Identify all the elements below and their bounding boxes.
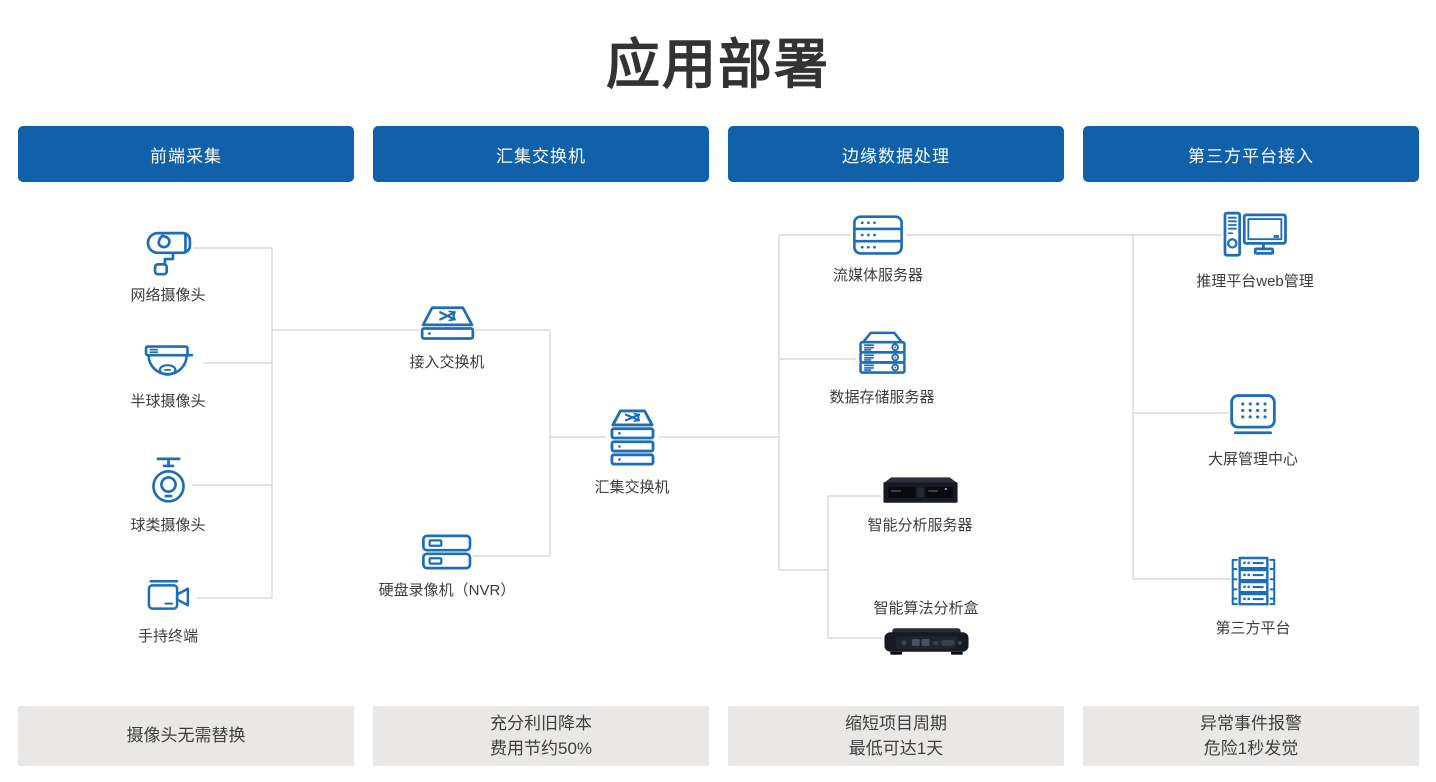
led-screen-icon	[1227, 392, 1279, 440]
footer-front-end-collection: 摄像头无需替换	[18, 706, 354, 766]
node-third-party-platform: 第三方平台	[1215, 555, 1291, 638]
node-label: 流媒体服务器	[832, 267, 924, 284]
node-streaming-server: 流媒体服务器	[833, 214, 923, 285]
node-web-management: 推理平台web管理	[1196, 210, 1314, 291]
node-access-switch: 接入交换机	[409, 305, 485, 372]
desktop-computer-icon	[1222, 210, 1288, 262]
footer-line: 摄像头无需替换	[126, 726, 246, 746]
node-handheld-terminal: 手持终端	[138, 577, 198, 646]
footer-edge-data-processing: 缩短项目周期 最低可达1天	[728, 706, 1064, 766]
footer-line: 异常事件报警	[1200, 713, 1302, 733]
rack-server-image	[881, 476, 959, 506]
server-rack-icon	[1229, 555, 1277, 609]
node-analysis-server: 智能分析服务器	[867, 476, 973, 535]
footer-line: 缩短项目周期	[845, 713, 947, 733]
node-label: 大屏管理中心	[1207, 451, 1299, 468]
node-label: 半球摄像头	[130, 393, 206, 410]
server-icon	[851, 214, 905, 256]
node-label: 智能分析服务器	[867, 517, 973, 534]
node-algorithm-box: 智能算法分析盒	[873, 597, 979, 656]
node-label: 推理平台web管理	[1196, 273, 1314, 290]
node-storage-server: 数据存储服务器	[829, 330, 935, 407]
node-label: 数据存储服务器	[829, 389, 935, 406]
node-label: 硬盘录像机（NVR）	[378, 582, 516, 599]
footer-third-party-access: 异常事件报警 危险1秒发觉	[1083, 706, 1419, 766]
page-title: 应用部署	[606, 35, 830, 95]
node-label: 汇集交换机	[594, 479, 670, 496]
header-front-end-collection: 前端采集	[18, 126, 354, 182]
header-aggregation-switch: 汇集交换机	[373, 126, 709, 182]
storage-server-icon	[855, 330, 909, 378]
header-edge-data-processing: 边缘数据处理	[728, 126, 1064, 182]
bullet-camera-icon	[143, 226, 193, 276]
switch-icon	[418, 305, 476, 343]
stacked-switch-icon	[604, 408, 660, 468]
node-label: 接入交换机	[409, 354, 485, 371]
node-big-screen-center: 大屏管理中心	[1208, 392, 1298, 469]
node-dome-camera: 半球摄像头	[130, 344, 206, 411]
node-nvr: 硬盘录像机（NVR）	[378, 533, 516, 600]
node-label: 第三方平台	[1215, 620, 1291, 637]
node-network-camera: 网络摄像头	[130, 226, 206, 305]
footer-line: 危险1秒发觉	[1203, 739, 1299, 758]
footer-line: 充分利旧降本	[490, 713, 592, 733]
node-label: 球类摄像头	[130, 517, 206, 534]
footer-aggregation-switch: 充分利旧降本 费用节约50%	[373, 706, 709, 766]
analysis-box-image	[882, 626, 970, 656]
node-ball-camera: 球类摄像头	[130, 456, 206, 535]
node-label: 网络摄像头	[130, 287, 206, 304]
node-label: 手持终端	[137, 628, 199, 645]
footer-line: 最低可达1天	[848, 739, 944, 758]
header-third-party-access: 第三方平台接入	[1083, 126, 1419, 182]
nvr-icon	[421, 533, 473, 571]
camcorder-icon	[144, 577, 192, 617]
ptz-camera-icon	[145, 456, 191, 506]
footer-line: 费用节约50%	[489, 739, 593, 758]
dome-camera-icon	[142, 344, 194, 382]
node-aggregation-switch: 汇集交换机	[594, 408, 670, 497]
node-label: 智能算法分析盒	[873, 600, 979, 617]
